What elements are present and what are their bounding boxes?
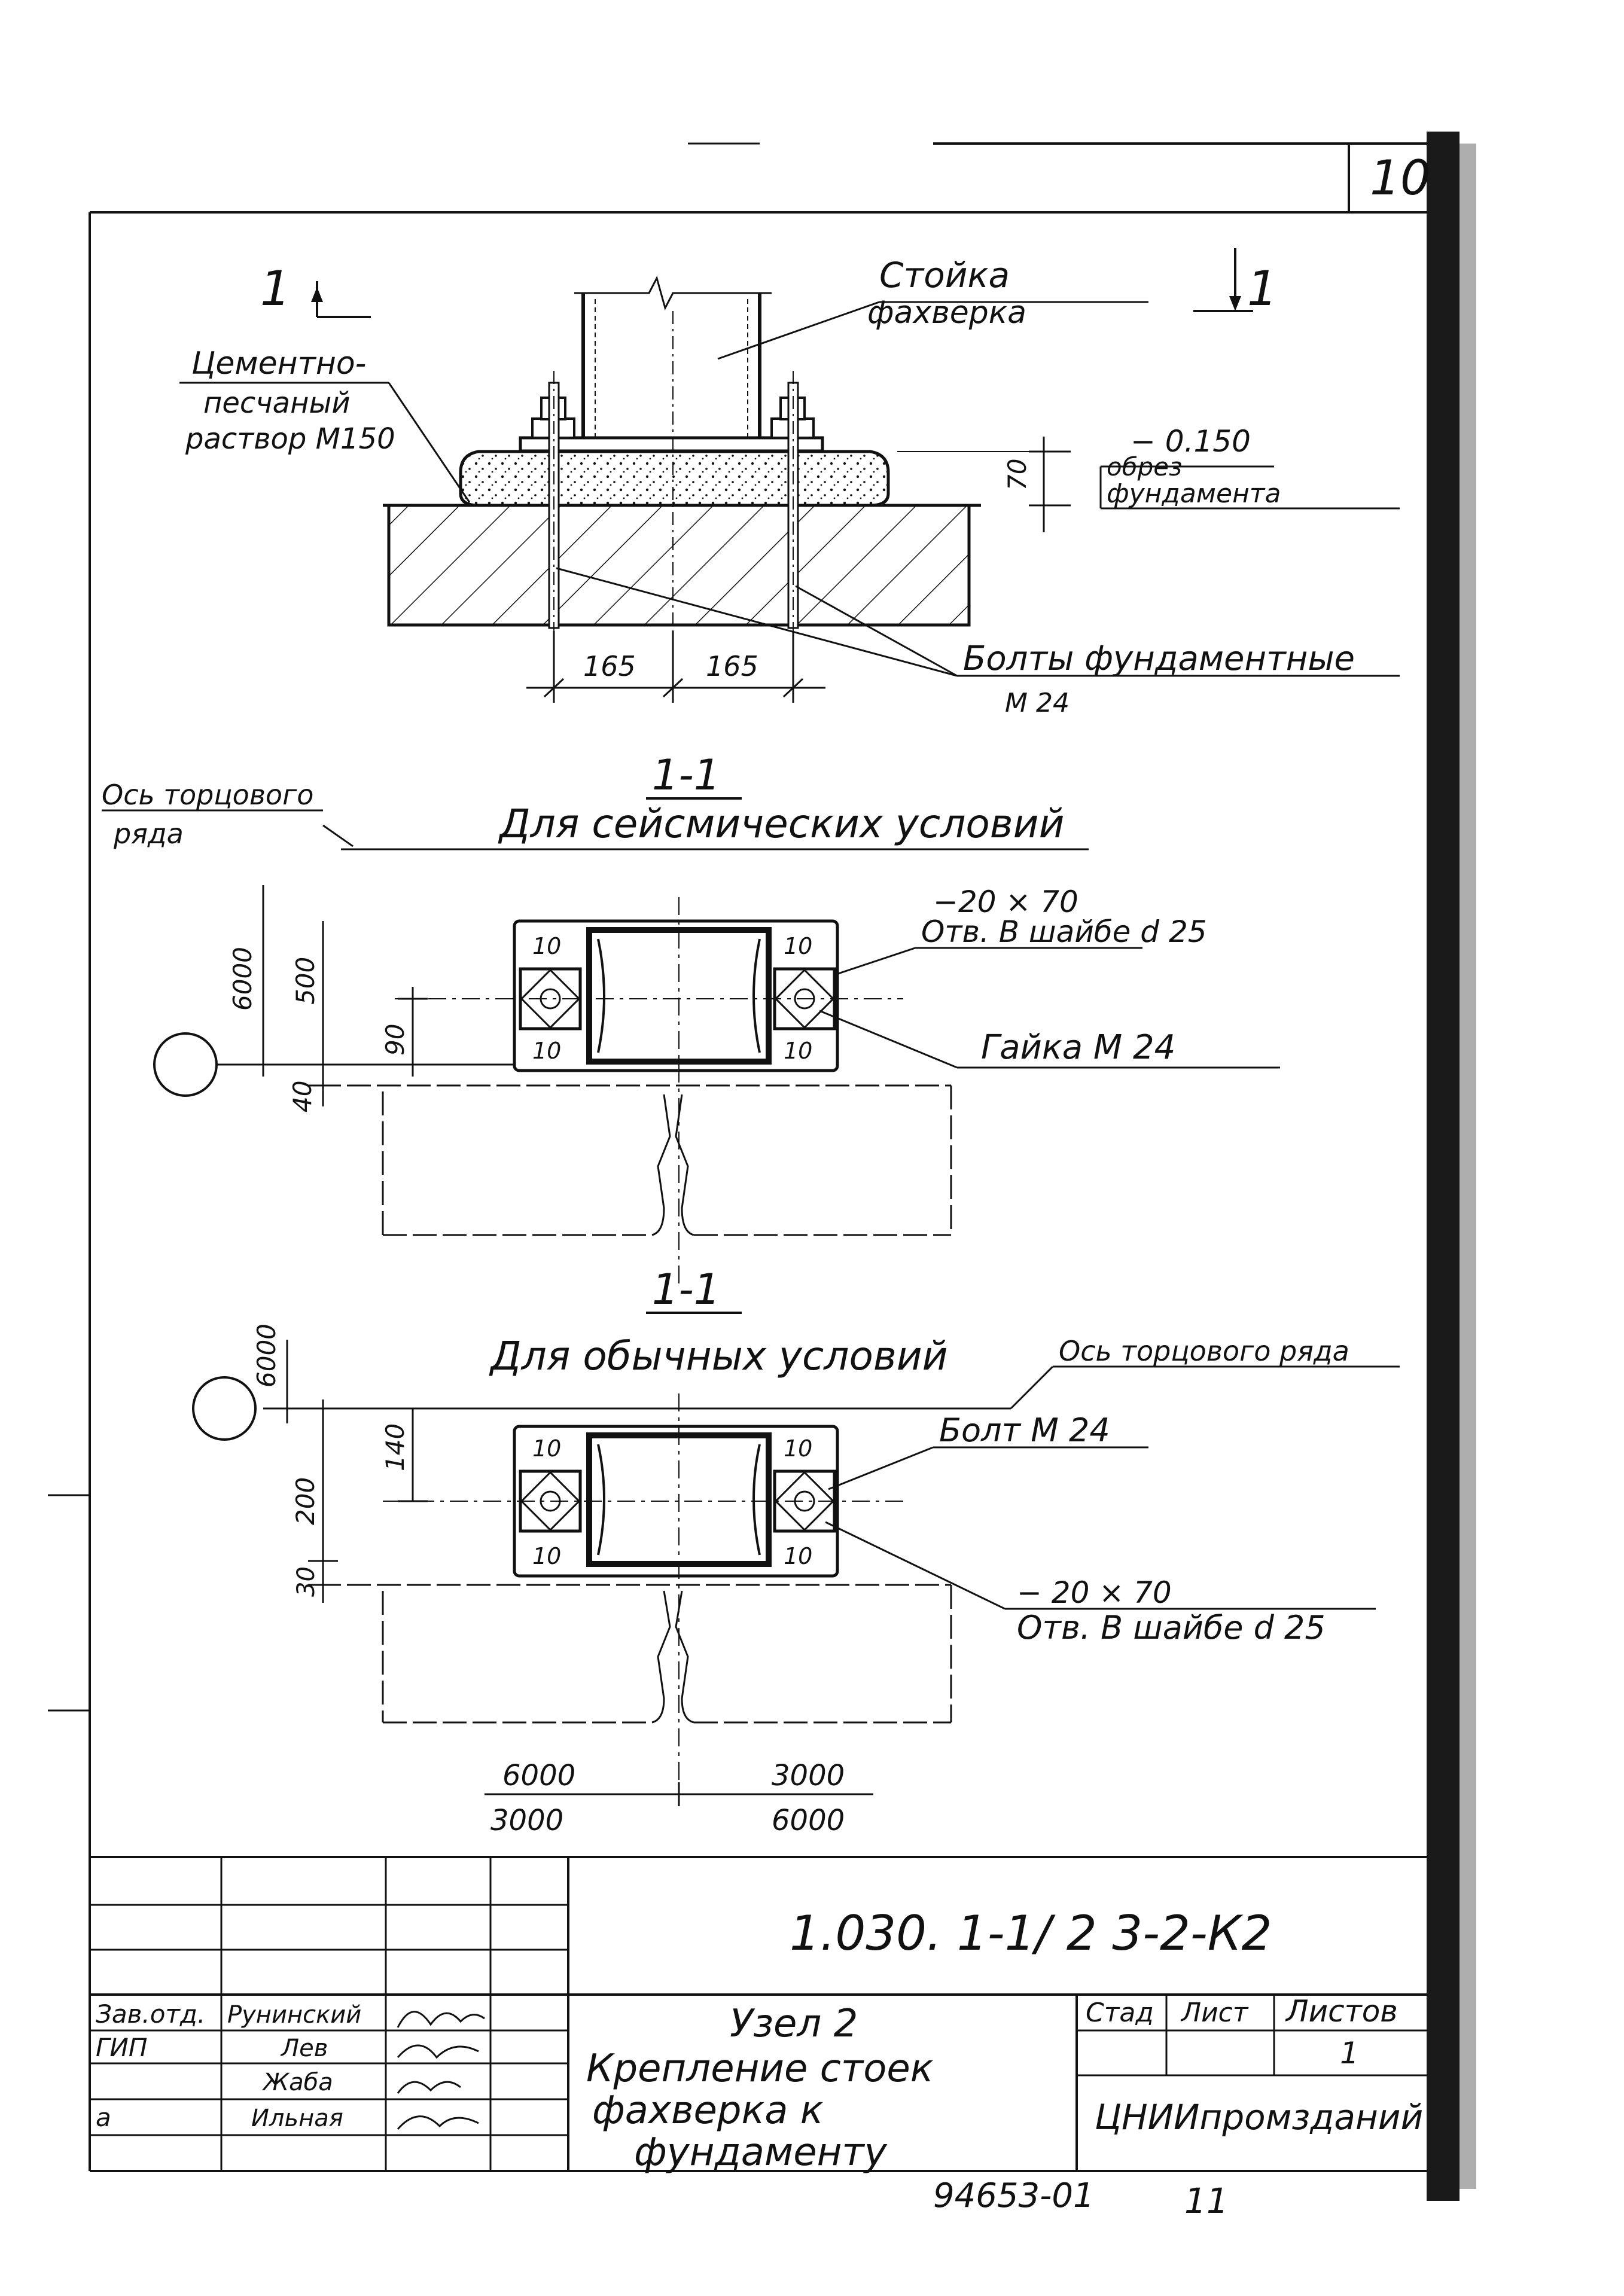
column-label-1: Стойка <box>879 255 1010 295</box>
tb-name-2: Лев <box>280 2035 328 2062</box>
seismic-weld-br: 10 <box>784 1038 812 1064</box>
mortar-label-1: Цементно- <box>191 346 366 382</box>
seismic-dim-40: 40 <box>288 1081 317 1112</box>
tb-role-2: ГИП <box>96 2033 147 2062</box>
seismic-hole: Отв. В шайбе d 25 <box>921 914 1207 949</box>
span-right-top: 3000 <box>772 1759 845 1792</box>
mortar-label-2: песчаный <box>203 386 351 420</box>
normal-weld-tr: 10 <box>784 1435 812 1462</box>
seismic-axis-label-2: ряда <box>113 818 184 850</box>
column-label-2: фахверка <box>867 295 1026 331</box>
seismic-weld-tr: 10 <box>784 933 812 959</box>
seismic-weld-bl: 10 <box>532 1038 561 1064</box>
seismic-nut: Гайка М 24 <box>981 1028 1175 1067</box>
title-block <box>90 1856 1427 2171</box>
node-title-3: фахверка к <box>592 2088 824 2133</box>
seismic-dim-500: 500 <box>291 957 320 1005</box>
seismic-axis-label-1: Ось торцового <box>102 779 313 811</box>
level-mark: − 0.150 <box>1131 424 1251 459</box>
sheet-number: 10 <box>1370 150 1431 206</box>
seismic-title: Для сейсмических условий <box>498 801 1064 847</box>
dim-thickness: 70 <box>1003 459 1032 490</box>
sheets-header: Листов <box>1285 1994 1398 2029</box>
tb-name-3: Жаба <box>261 2069 333 2096</box>
mortar-label-3: раствор М150 <box>185 422 395 456</box>
normal-bolt: Болт М 24 <box>939 1411 1110 1449</box>
tb-role-1: Зав.отд. <box>96 1999 205 2029</box>
stage-header: Стад <box>1086 1998 1154 2028</box>
node-title-2: Крепление стоек <box>586 2047 934 2091</box>
seismic-dim-90: 90 <box>380 1024 410 1056</box>
bolts-label-1: Болты фундаментные <box>963 639 1355 678</box>
organization: ЦНИИпромзданий <box>1095 2097 1423 2138</box>
foundation-label-2: фундамента <box>1107 478 1281 509</box>
sheet-frame <box>48 132 1476 2201</box>
span-right-bottom: 6000 <box>772 1804 845 1837</box>
sheet-header: Лист <box>1180 1998 1249 2028</box>
dim-left: 165 <box>583 650 636 682</box>
tb-role-4: а <box>96 2103 111 2132</box>
sheets-value: 1 <box>1340 2036 1359 2071</box>
span-left-bottom: 3000 <box>490 1804 563 1837</box>
bottom-sheet-number: 11 <box>1184 2181 1229 2221</box>
stamp-number: 94653-01 <box>933 2176 1095 2215</box>
node-title-1: Узел 2 <box>730 2002 858 2046</box>
normal-axis-label: Ось торцового ряда <box>1059 1335 1349 1367</box>
section-mark-left: 1 <box>260 261 291 316</box>
node-title-4: фундаменту <box>634 2130 888 2175</box>
normal-dim-30: 30 <box>292 1566 320 1597</box>
tb-name-4: Ильная <box>251 2105 343 2132</box>
bolts-label-2: М 24 <box>1005 688 1070 718</box>
normal-mark: 1-1 <box>652 1265 720 1314</box>
normal-weld-bl: 10 <box>532 1543 561 1569</box>
foundation-label-1: обрез <box>1107 452 1182 481</box>
dim-right: 165 <box>706 650 758 682</box>
normal-plate: − 20 × 70 <box>1017 1575 1172 1610</box>
section-mark-right: 1 <box>1247 261 1278 316</box>
seismic-dim-6000: 6000 <box>228 947 257 1011</box>
seismic-weld-tl: 10 <box>532 933 561 959</box>
normal-dim-140: 140 <box>380 1423 410 1471</box>
section-normal <box>192 1312 1400 1806</box>
seismic-mark: 1-1 <box>652 751 720 800</box>
normal-dim-200: 200 <box>291 1477 320 1525</box>
normal-title: Для обычных условий <box>489 1333 948 1379</box>
normal-dim-6000: 6000 <box>252 1324 281 1388</box>
signatures <box>397 2011 485 2130</box>
normal-weld-br: 10 <box>784 1543 812 1569</box>
section-seismic <box>102 797 1280 1286</box>
normal-weld-tl: 10 <box>532 1435 561 1462</box>
drawing-code: 1.030. 1-1/ 2 3-2-К2 <box>790 1905 1272 1961</box>
column-base-detail <box>179 248 1400 703</box>
seismic-plate: −20 × 70 <box>933 885 1078 919</box>
span-left-top: 6000 <box>502 1759 575 1792</box>
tb-name-1: Рунинский <box>227 2001 361 2029</box>
normal-hole: Отв. В шайбе d 25 <box>1017 1609 1326 1646</box>
